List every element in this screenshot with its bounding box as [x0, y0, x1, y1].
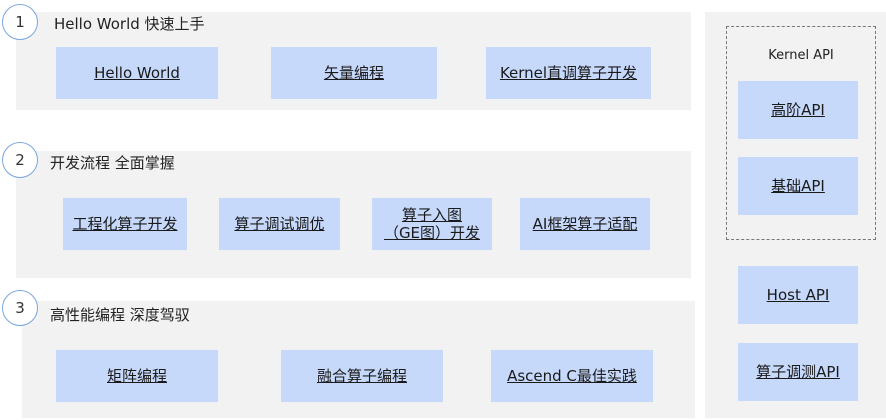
host-api-link[interactable]: Host API [738, 266, 858, 324]
kernel-api-title: Kernel API [768, 48, 834, 63]
high-level-api-link[interactable]: 高阶API [738, 81, 858, 139]
operator-debug-link[interactable]: 算子调试调优 [219, 198, 340, 250]
section-3-number: 3 [2, 290, 38, 326]
kernel-api-group [726, 26, 876, 240]
kernel-direct-operator-link[interactable]: Kernel直调算子开发 [486, 47, 651, 99]
ge-graph-operator-link[interactable]: 算子入图 （GE图）开发 [372, 198, 492, 250]
basic-api-link[interactable]: 基础API [738, 157, 858, 215]
section-1-title: Hello World 快速上手 [54, 15, 205, 33]
section-3-title: 高性能编程 深度驾驭 [50, 306, 190, 324]
operator-debug-api-link[interactable]: 算子调测API [738, 343, 858, 401]
vector-programming-link[interactable]: 矢量编程 [271, 47, 437, 99]
section-2-title: 开发流程 全面掌握 [50, 154, 175, 172]
section-1-number: 1 [2, 4, 38, 40]
engineered-operator-link[interactable]: 工程化算子开发 [63, 198, 187, 250]
hello-world-link[interactable]: Hello World [56, 47, 218, 99]
best-practice-link[interactable]: Ascend C最佳实践 [491, 350, 653, 402]
fused-operator-link[interactable]: 融合算子编程 [281, 350, 443, 402]
section-2-number: 2 [2, 142, 38, 178]
ai-framework-adapter-link[interactable]: AI框架算子适配 [520, 198, 650, 250]
matrix-programming-link[interactable]: 矩阵编程 [56, 350, 218, 402]
